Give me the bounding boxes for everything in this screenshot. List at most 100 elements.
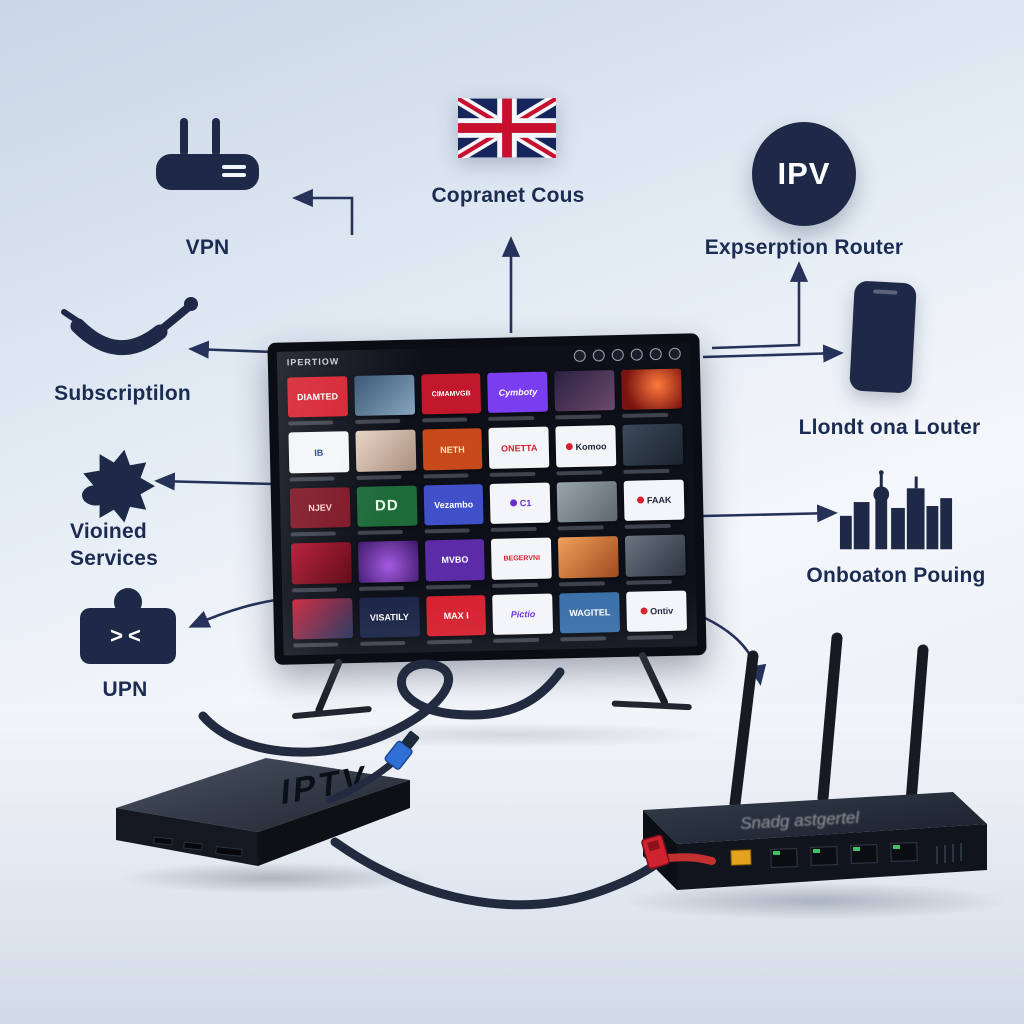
lion-icon [70,436,166,538]
app-logo: C1 [490,482,551,525]
tile-caption-bar [425,583,472,590]
tv-app-tile: FAAK [623,479,685,530]
app-logo: DIAMTED [287,376,348,418]
tile-caption-bar [290,531,337,537]
skyline-label: Onboaton Pouing [806,564,986,587]
puzzle-icon: >< [80,588,176,670]
mic-icon [592,349,605,362]
tv-app-tile [625,534,686,585]
tv-stand-foot-left [291,705,372,720]
tile-caption-bar [626,579,672,585]
upn-label: UPN [102,678,148,701]
app-thumbnail [622,423,684,466]
app-thumbnail [355,430,416,472]
tv-app-tile [355,430,416,480]
app-thumbnail [554,370,616,412]
puzzle-body: >< [80,608,176,664]
tv-app-tile: IB [288,431,350,482]
dish-label: Subscriptilon [54,382,191,405]
app-thumbnail [357,540,419,583]
iptv-set-top-box: IPTV [116,758,410,866]
app-logo: IB [288,431,350,474]
app-logo: FAAK [623,479,685,522]
app-logo: MAX I [425,594,487,637]
user-icon [573,349,586,363]
puzzle-glyphs: >< [110,623,146,648]
tv-app-tile: MAX I [425,594,487,645]
app-logo: BEGERVNI [491,537,553,580]
lion-label-line2: Services [70,547,159,570]
tv-app-tile [558,536,619,586]
smartphone-icon [849,280,917,394]
tile-caption-bar [624,524,671,530]
app-thumbnail [621,368,682,411]
ipv-badge-text: IPV [777,156,831,191]
app-logo: Cymboty [487,371,549,414]
tv-app-tile: ONETTA [488,426,550,477]
app-thumbnail [625,534,686,577]
tv-app-tile [622,423,684,474]
tile-caption-bar [357,530,404,536]
tv-app-tile: BEGERVNI [491,537,553,588]
tile-caption-bar [622,413,668,419]
app-logo: DD [356,485,418,528]
app-thumbnail [292,597,353,640]
apps-icon [649,348,662,361]
tile-caption-bar [489,471,536,477]
tile-caption-bar [289,476,336,482]
tile-caption-bar [491,527,537,533]
tile-caption-bar [421,417,468,423]
tile-caption-bar [288,420,334,426]
app-thumbnail [290,542,352,585]
tv-app-tile [556,480,618,531]
tile-caption-bar [293,642,339,648]
app-logo: MVBO [424,539,486,582]
phone-label: Llondt ona Louter [798,416,981,439]
ipv-label: Expserption Router [704,236,904,259]
tile-caption-bar [559,580,605,586]
lion-label: Vioined Services [70,518,200,572]
tile-caption-bar [355,419,401,425]
tv-app-tile [554,370,616,420]
tile-caption-bar [555,414,602,420]
tile-caption-bar [557,525,604,531]
tile-caption-bar [623,468,670,474]
vpn-router-icon [150,112,265,222]
tile-caption-bar [360,640,406,646]
tile-caption-bar [423,473,469,479]
app-logo: Komoo [555,425,617,468]
flag-label: Copranet Cous [431,184,585,207]
tv-app-tile: MVBO [424,539,486,590]
tv-app-tile [354,374,415,425]
satellite-dish-icon [60,286,202,376]
tv-app-tile: DD [356,485,418,536]
app-logo: NJEV [289,486,351,529]
tv-app-tile [357,540,419,591]
tv-app-tile: C1 [490,482,551,533]
tv-stand-leg-left [314,658,344,715]
app-thumbnail [556,480,618,523]
tv-app-tile: Pictio [492,593,554,643]
tv-app-tile: Vezambo [423,483,485,534]
app-logo: VISATILY [359,596,420,638]
app-logo: ONETTA [488,426,550,469]
tv-app-tile: DIAMTED [287,376,348,426]
uk-flag-icon [458,98,556,158]
tv-app-tile: Cymboty [487,371,549,422]
app-thumbnail [558,536,619,578]
power-icon [668,347,681,360]
tile-caption-bar [556,470,603,476]
tv-app-tile: Komoo [555,425,617,476]
city-skyline-icon [838,458,956,554]
tile-caption-bar [356,474,402,480]
tv-app-tile: NETH [422,428,483,479]
router-ports [730,841,962,869]
app-logo: NETH [422,428,483,471]
tile-caption-bar [358,585,405,591]
tv-header-icon-row [573,347,681,363]
tv-app-tile: NJEV [289,486,351,537]
app-logo: CIMAMVGB [420,373,482,415]
tv-app-tile: VISATILY [359,596,420,646]
wifi-router-device: Snadg astgertel [643,632,987,890]
